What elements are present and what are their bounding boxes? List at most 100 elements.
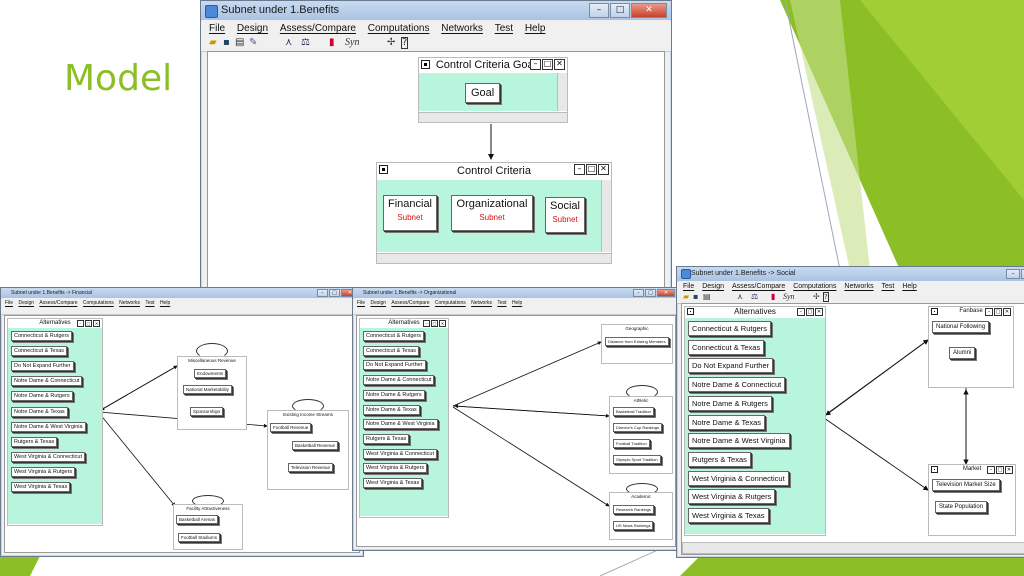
node-olympic-sport-tradition[interactable]: Olympic Sport Tradition — [613, 455, 661, 464]
menu-networks[interactable]: Networks — [441, 23, 483, 34]
alternative-node[interactable]: Do Not Expand Further — [688, 358, 774, 374]
minimize-icon[interactable]: – — [574, 164, 585, 175]
maximize-icon[interactable]: □ — [996, 466, 1004, 474]
node-basketball-revenue[interactable]: Basketball Revenue — [292, 441, 339, 450]
alternative-node[interactable]: Rutgers & Texas — [11, 436, 58, 447]
menu-computations[interactable]: Computations — [793, 283, 837, 290]
maximize-icon[interactable]: □ — [994, 308, 1002, 316]
chart-icon[interactable]: ▮ — [329, 37, 335, 48]
alternative-node[interactable]: Notre Dame & Connecticut — [688, 377, 786, 393]
alternative-node[interactable]: West Virginia & Rutgers — [363, 463, 428, 474]
close-icon[interactable]: ✕ — [554, 59, 565, 70]
open-folder-icon[interactable]: ▰ — [683, 292, 690, 301]
help-pointer-icon[interactable]: ? — [401, 37, 409, 49]
cluster-toggle-icon[interactable] — [379, 165, 388, 174]
minimize-icon[interactable]: – — [589, 3, 609, 18]
alternative-node[interactable]: West Virginia & Connecticut — [688, 470, 789, 486]
cluster-toggle-icon[interactable] — [687, 308, 694, 315]
alternative-node[interactable]: Connecticut & Rutgers — [363, 331, 425, 341]
alternative-node[interactable]: Rutgers & Texas — [363, 433, 410, 444]
title-bar[interactable]: Subnet under 1.Benefits -> Financial – □… — [1, 288, 363, 298]
alternative-node[interactable]: Connecticut & Texas — [11, 346, 68, 357]
node-football-tradition[interactable]: Football Tradition — [613, 439, 650, 448]
synthesize-button[interactable]: Syn — [783, 292, 795, 301]
node-football-revenue[interactable]: Football Revenue — [270, 423, 312, 432]
node-financial[interactable]: Financial Subnet — [383, 195, 437, 231]
minimize-icon[interactable]: – — [77, 320, 84, 327]
maximize-icon[interactable]: □ — [806, 308, 814, 316]
alternative-node[interactable]: West Virginia & Connecticut — [11, 451, 85, 462]
node-alumni[interactable]: Alumni — [949, 347, 976, 359]
help-pointer-icon[interactable]: ? — [823, 292, 829, 302]
menu-test[interactable]: Test — [497, 300, 507, 306]
chart-icon[interactable]: ▮ — [771, 292, 776, 301]
menu-help[interactable]: Help — [902, 283, 917, 290]
minimize-icon[interactable]: – — [633, 289, 644, 297]
maximize-icon[interactable]: □ — [586, 164, 597, 175]
menu-file[interactable]: File — [5, 300, 14, 306]
menu-computations[interactable]: Computations — [82, 300, 114, 306]
menu-file[interactable]: File — [209, 23, 226, 34]
alternative-node[interactable]: Notre Dame & Texas — [363, 404, 420, 415]
compare-icon[interactable]: ⚖ — [301, 37, 310, 48]
alternative-node[interactable]: Connecticut & Texas — [688, 339, 765, 355]
maximize-icon[interactable]: □ — [431, 320, 438, 327]
node-research-rankings[interactable]: Research Rankings — [613, 505, 654, 514]
alternative-node[interactable]: West Virginia & Rutgers — [688, 489, 776, 505]
goal-cluster[interactable]: Control Criteria Goal –□✕ Goal — [418, 57, 568, 123]
menu-computations[interactable]: Computations — [367, 23, 430, 34]
close-icon[interactable]: ✕ — [1005, 466, 1013, 474]
menu-design[interactable]: Design — [702, 283, 725, 290]
control-criteria-cluster[interactable]: Control Criteria –□✕ Financial Subnet Or… — [376, 162, 612, 264]
minimize-icon[interactable]: – — [423, 320, 430, 327]
menu-assess-compare[interactable]: Assess/Compare — [391, 300, 430, 306]
alternative-node[interactable]: West Virginia & Texas — [363, 478, 423, 488]
node-national-following[interactable]: National Following — [932, 321, 990, 333]
cluster-toggle-icon[interactable] — [931, 308, 938, 315]
menu-help[interactable]: Help — [159, 300, 171, 306]
maximize-icon[interactable]: □ — [645, 289, 656, 297]
maximize-icon[interactable]: □ — [542, 59, 553, 70]
cluster-toggle-icon[interactable] — [421, 60, 430, 69]
maximize-icon[interactable]: □ — [610, 3, 630, 18]
alternative-node[interactable]: West Virginia & Texas — [688, 508, 769, 523]
menu-help[interactable]: Help — [524, 23, 546, 34]
cluster-toggle-icon[interactable] — [931, 466, 938, 473]
misc-revenue-cluster[interactable]: Miscellaneous Revenue Endowments Nationa… — [177, 343, 247, 430]
node-social[interactable]: Social Subnet — [545, 197, 585, 233]
alternative-node[interactable]: Notre Dame & Texas — [688, 414, 766, 430]
minimize-icon[interactable]: – — [530, 59, 541, 70]
alternative-node[interactable]: Do Not Expand Further — [363, 360, 426, 371]
menu-networks[interactable]: Networks — [471, 300, 492, 306]
menu-networks[interactable]: Networks — [844, 283, 874, 290]
node-us-news-rankings[interactable]: US News Rankings — [613, 521, 654, 530]
vertical-scrollbar[interactable] — [601, 180, 611, 252]
save-icon[interactable]: ▪ — [223, 37, 230, 48]
minimize-icon[interactable]: – — [987, 466, 995, 474]
alternative-node[interactable]: Notre Dame & Texas — [11, 406, 68, 417]
node-sponsorships[interactable]: Sponsorships — [190, 407, 224, 416]
alternative-node[interactable]: West Virginia & Connecticut — [363, 448, 437, 459]
menu-assess-compare[interactable]: Assess/Compare — [39, 300, 78, 306]
minimize-icon[interactable]: – — [1006, 269, 1020, 279]
menu-test[interactable]: Test — [145, 300, 155, 306]
title-bar[interactable]: Subnet under 1.Benefits -> Organizationa… — [353, 288, 679, 298]
menu-assess-compare[interactable]: Assess/Compare — [731, 283, 786, 290]
existing-income-cluster[interactable]: Existing Income Streams Football Revenue… — [267, 399, 349, 490]
maximize-icon[interactable]: □ — [329, 289, 340, 297]
alternative-node[interactable]: Rutgers & Texas — [688, 451, 751, 467]
title-bar[interactable]: Subnet under 1.Benefits -> Social – □ — [677, 267, 1024, 281]
close-icon[interactable]: ✕ — [657, 289, 675, 297]
node-basketball-arenas[interactable]: Basketball Arenas — [176, 515, 219, 524]
node-endowments[interactable]: Endowments — [194, 369, 227, 378]
academic-cluster[interactable]: Academic Research Rankings US News Ranki… — [609, 483, 673, 540]
minimize-icon[interactable]: – — [317, 289, 328, 297]
node-television-market-size[interactable]: Television Market Size — [932, 479, 1000, 491]
vertical-scrollbar[interactable] — [557, 73, 567, 111]
facility-cluster[interactable]: Facility Attractiveness Basketball Arena… — [173, 495, 243, 550]
menu-assess-compare[interactable]: Assess/Compare — [279, 23, 356, 34]
connect-icon[interactable]: ⋏ — [737, 292, 743, 301]
alternative-node[interactable]: Notre Dame & Connecticut — [363, 375, 435, 386]
